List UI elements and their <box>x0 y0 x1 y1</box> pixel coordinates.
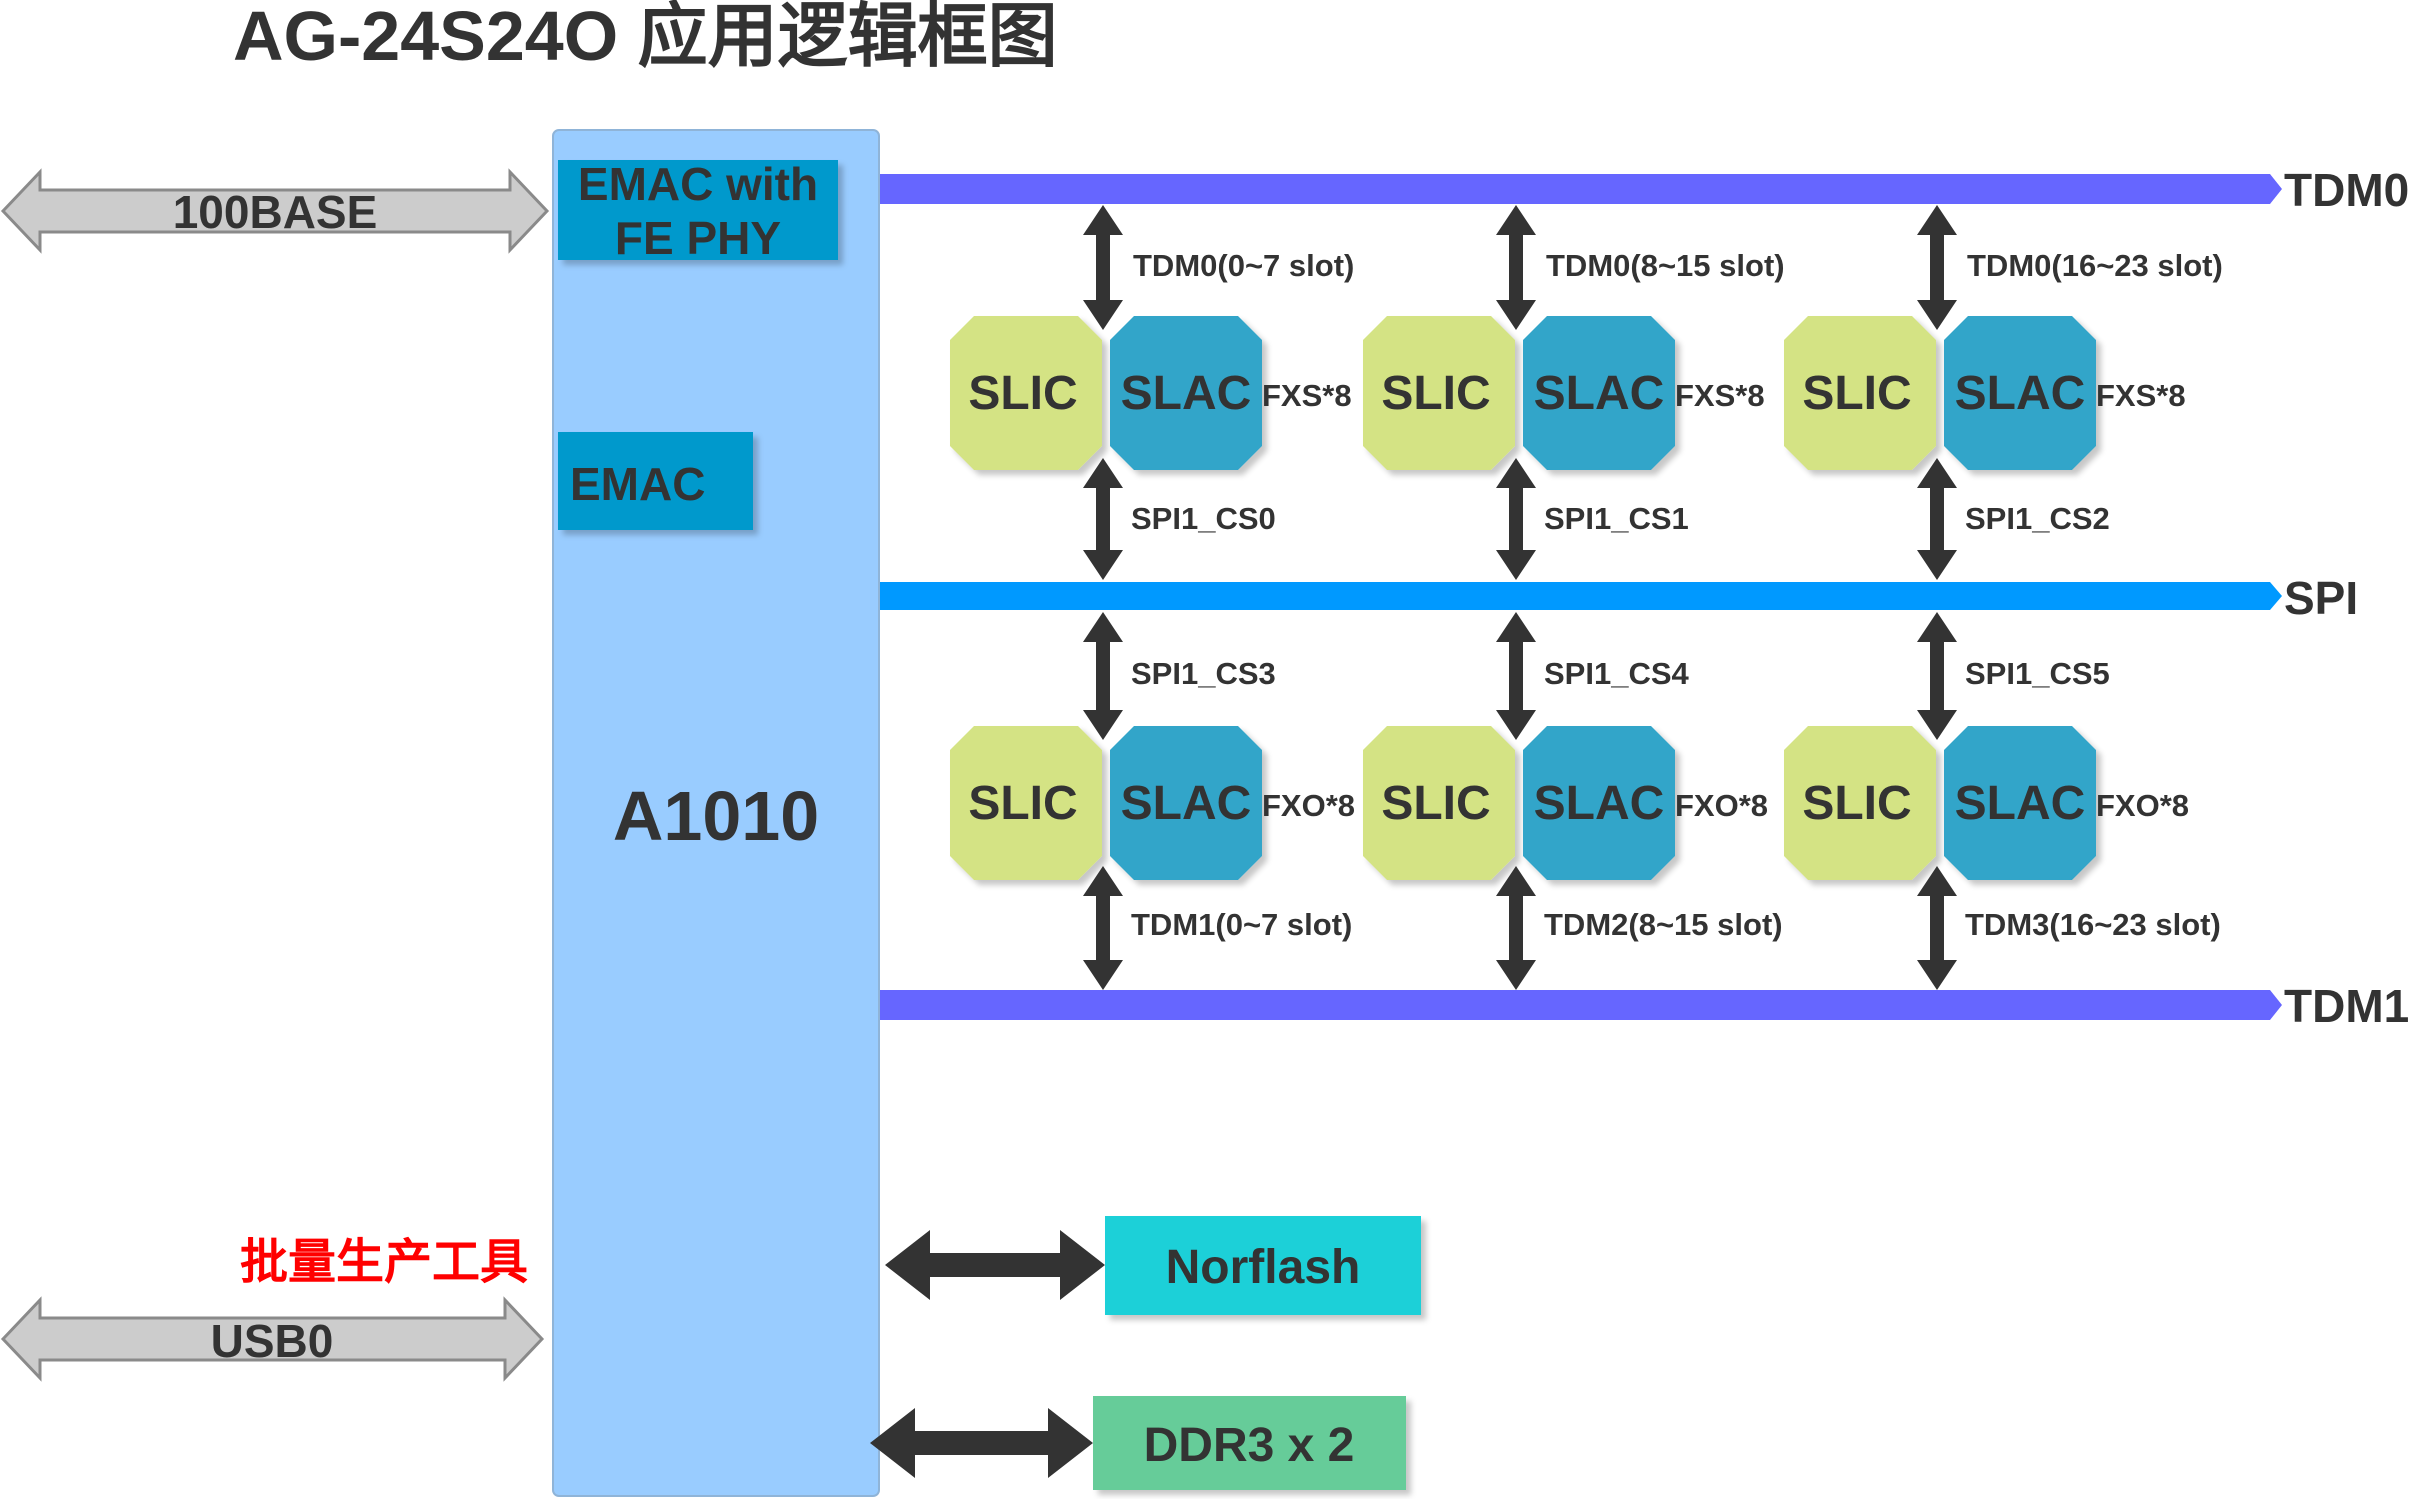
slac-chip <box>1110 726 1262 880</box>
tdm-link-label: TDM2(8~15 slot) <box>1544 907 1783 942</box>
slac-label: SLAC <box>1534 367 1665 420</box>
tdm-link-arrow <box>1083 866 1123 990</box>
slac-chip <box>1110 316 1262 470</box>
spi-link-label: SPI1_CS3 <box>1131 656 1276 691</box>
spi-link-label: SPI1_CS4 <box>1544 656 1690 691</box>
tdm1-bus-label: TDM1 <box>2284 980 2409 1032</box>
ethernet-port-label: 100BASE <box>173 186 378 238</box>
slic-label: SLIC <box>1802 367 1911 420</box>
tdm0-bus-label: TDM0 <box>2284 164 2409 216</box>
tdm-link-label: TDM0(16~23 slot) <box>1967 248 2223 283</box>
slic-chip <box>1784 726 1936 880</box>
slic-label: SLIC <box>1802 777 1911 830</box>
tdm-link-arrow <box>1917 866 1957 990</box>
tdm-link-label: TDM1(0~7 slot) <box>1131 907 1352 942</box>
port-type-label: FXO*8 <box>1262 788 1355 823</box>
emac-phy-block <box>558 160 838 260</box>
slic-chip <box>950 726 1102 880</box>
emac-phy-line1: EMAC with <box>578 158 818 210</box>
slac-label: SLAC <box>1534 777 1665 830</box>
slic-label: SLIC <box>968 777 1077 830</box>
slic-chip <box>1363 316 1515 470</box>
norflash-label: Norflash <box>1166 1241 1361 1294</box>
slac-label: SLAC <box>1955 367 2086 420</box>
spi-link-arrow <box>1917 612 1957 740</box>
usb-port-arrow <box>0 1296 545 1382</box>
spi-bus <box>880 582 2282 610</box>
slic-chip <box>950 316 1102 470</box>
slac-chip <box>1944 726 2096 880</box>
port-type-label: FXS*8 <box>2096 378 2186 413</box>
port-type-label: FXS*8 <box>1262 378 1352 413</box>
page-title: AG-24S24O 应用逻辑框图 <box>233 0 1058 75</box>
slic-label: SLIC <box>1381 777 1490 830</box>
tdm-link-arrow <box>1496 866 1536 990</box>
tdm-link-arrow <box>1917 205 1957 330</box>
tdm-link-label: TDM3(16~23 slot) <box>1965 907 2221 942</box>
slic-chip <box>1784 316 1936 470</box>
spi-link-label: SPI1_CS1 <box>1544 501 1689 536</box>
usb-note-label: 批量生产工具 <box>240 1236 528 1289</box>
spi-link-arrow <box>1083 612 1123 740</box>
usb-port-label: USB0 <box>211 1315 334 1367</box>
spi-link-label: SPI1_CS0 <box>1131 501 1276 536</box>
ddr-label: DDR3 x 2 <box>1144 1419 1355 1472</box>
slic-label: SLIC <box>968 367 1077 420</box>
spi-link-arrow <box>1496 458 1536 580</box>
emac-phy-line2: FE PHY <box>615 212 781 264</box>
norflash-link-arrow <box>885 1230 1105 1300</box>
slac-label: SLAC <box>1955 777 2086 830</box>
port-type-label: FXS*8 <box>1675 378 1765 413</box>
ddr-block <box>1093 1396 1406 1490</box>
tdm-link-label: TDM0(0~7 slot) <box>1133 248 1354 283</box>
tdm-link-label: TDM0(8~15 slot) <box>1546 248 1785 283</box>
spi-link-arrow <box>1917 458 1957 580</box>
spi-link-arrow <box>1496 612 1536 740</box>
spi-link-arrow <box>1083 458 1123 580</box>
ethernet-port-arrow <box>0 168 550 254</box>
tdm0-bus <box>880 174 2282 204</box>
port-type-label: FXO*8 <box>1675 788 1768 823</box>
emac-block <box>558 432 753 530</box>
spi-link-label: SPI1_CS2 <box>1965 501 2110 536</box>
slac-chip <box>1523 316 1675 470</box>
port-type-label: FXO*8 <box>2096 788 2189 823</box>
emac-label: EMAC <box>570 458 705 510</box>
spi-bus-label: SPI <box>2284 572 2358 624</box>
slac-label: SLAC <box>1121 777 1252 830</box>
slac-chip <box>1523 726 1675 880</box>
slac-chip <box>1944 316 2096 470</box>
tdm-link-arrow <box>1083 205 1123 330</box>
norflash-block <box>1105 1216 1421 1315</box>
slac-label: SLAC <box>1121 367 1252 420</box>
spi-link-label: SPI1_CS5 <box>1965 656 2110 691</box>
tdm-link-arrow <box>1496 205 1536 330</box>
slic-chip <box>1363 726 1515 880</box>
cpu-label: A1010 <box>613 777 819 855</box>
slic-label: SLIC <box>1381 367 1490 420</box>
ddr-link-arrow <box>870 1408 1093 1478</box>
tdm1-bus <box>880 990 2282 1020</box>
